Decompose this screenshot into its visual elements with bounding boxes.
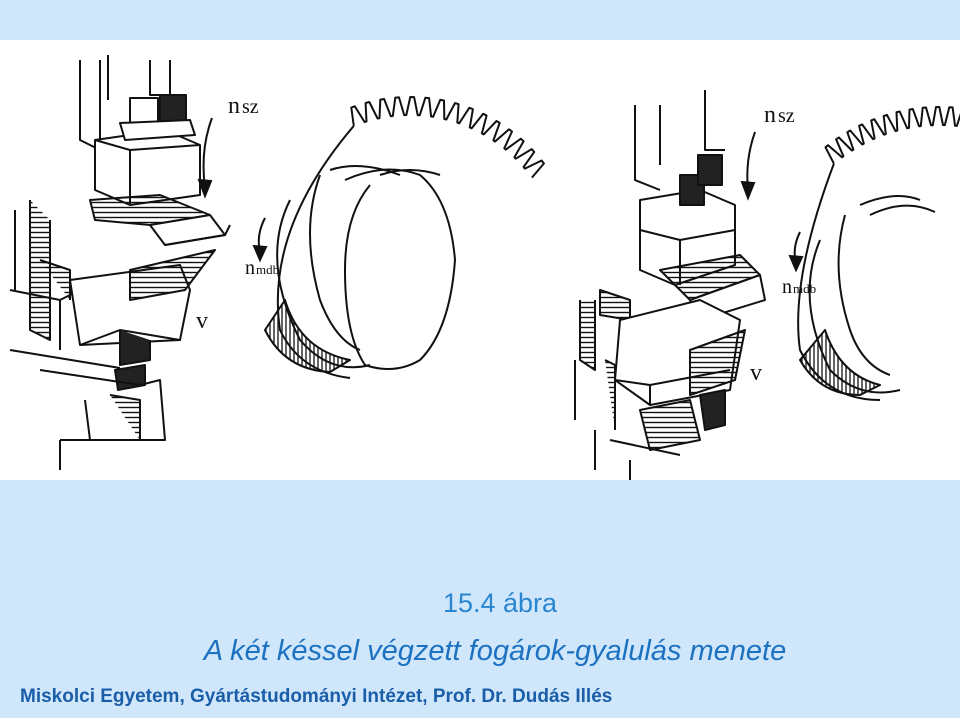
right-feed-label: v xyxy=(750,360,762,386)
left-gear-speed-arrowhead xyxy=(252,244,268,263)
footer-credit: Miskolci Egyetem, Gyártástudományi Intéz… xyxy=(20,686,613,707)
right-machine-frame xyxy=(574,90,725,480)
right-gear xyxy=(797,106,960,401)
figure-number: 15.4 ábra xyxy=(442,588,558,618)
right-gear-speed-label: nmdb xyxy=(782,276,816,298)
gear-planing-diagram: nsz nmdb v nsz nmdb v xyxy=(0,40,960,480)
left-lower-tool-holder xyxy=(9,249,216,470)
left-feed-label: v xyxy=(196,308,208,334)
figure-caption: A két késsel végzett fogárok-gyalulás me… xyxy=(203,635,787,667)
right-assembly xyxy=(574,90,960,480)
left-gear-speed-label: nmdb xyxy=(245,257,279,279)
left-gear xyxy=(264,96,545,379)
left-assembly xyxy=(9,55,545,470)
left-upper-tool-holder xyxy=(89,94,231,246)
right-lower-tool-holder xyxy=(609,299,746,456)
right-tool-speed-arrowhead xyxy=(740,180,756,201)
right-gear-speed-arrowhead xyxy=(788,254,804,273)
left-tool-speed-arrowhead xyxy=(197,178,213,199)
right-upper-tool-holder xyxy=(639,154,766,321)
